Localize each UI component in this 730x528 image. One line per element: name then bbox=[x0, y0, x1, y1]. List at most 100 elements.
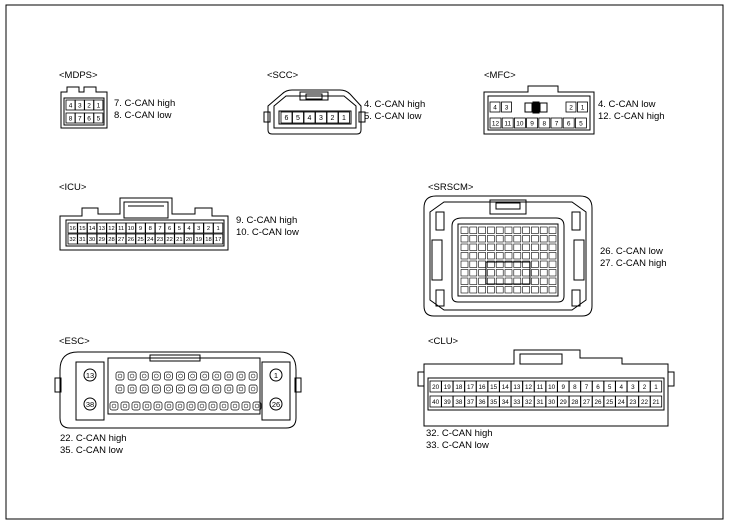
clu-notes: 32. C-CAN high 33. C-CAN low bbox=[426, 428, 493, 452]
clu-pin-label: 39 bbox=[444, 399, 452, 406]
srscm-connector bbox=[423, 195, 593, 317]
scc-pin-label: 1 bbox=[342, 115, 346, 122]
scc-pin-box bbox=[326, 111, 339, 124]
esc-pin-cavity bbox=[186, 401, 196, 411]
esc-pin-cavity bbox=[153, 401, 163, 411]
clu-pin-label: 13 bbox=[513, 384, 521, 391]
esc-pin-contact bbox=[117, 373, 123, 379]
esc-pin-contact bbox=[133, 403, 139, 409]
srscm-pin-cavity bbox=[522, 269, 530, 277]
esc-pin-cavity bbox=[120, 401, 130, 411]
esc-pin-contact bbox=[221, 403, 227, 409]
srscm-pin-cavity bbox=[469, 269, 478, 277]
clu-pin-label: 20 bbox=[432, 384, 440, 391]
clu-pin-label: 35 bbox=[490, 399, 498, 406]
esc-pin-contact bbox=[250, 386, 256, 392]
esc-pin-cavity bbox=[131, 401, 141, 411]
esc-pin-contact bbox=[129, 386, 135, 392]
scc-pin-box bbox=[292, 111, 304, 124]
esc-pin-cavity bbox=[139, 384, 149, 394]
icu-pin-label: 19 bbox=[196, 237, 202, 243]
mfc-pin-label: 7 bbox=[555, 120, 559, 127]
icu-pin-box bbox=[135, 222, 146, 234]
icu-pin-box bbox=[135, 233, 146, 245]
esc-pin-cavity bbox=[176, 384, 185, 394]
icu-pin-label: 13 bbox=[99, 226, 105, 232]
srscm-pin-cavity bbox=[487, 286, 495, 294]
icu-pin-label: 28 bbox=[108, 237, 114, 243]
clu-pin-label: 16 bbox=[479, 384, 487, 391]
esc-pin-cavity bbox=[236, 371, 246, 381]
srscm-pin-cavity bbox=[487, 226, 495, 234]
srscm-pin-cavity bbox=[487, 269, 495, 277]
scc-title: <SCC> bbox=[267, 70, 299, 81]
icu-pin-label: 27 bbox=[118, 237, 124, 243]
esc-pin-contact bbox=[122, 403, 128, 409]
esc-pin-cavity bbox=[109, 401, 119, 411]
mfc-pin-box bbox=[501, 117, 514, 129]
clu-pin-label: 10 bbox=[548, 384, 556, 391]
srscm-pin-cavity bbox=[504, 260, 513, 268]
esc-pin-contact bbox=[199, 403, 205, 409]
esc-pin-cavity bbox=[164, 401, 174, 411]
esc-pin-cavity bbox=[188, 371, 197, 381]
esc-pin-contact bbox=[190, 386, 195, 392]
clu-pin-label: 26 bbox=[595, 399, 603, 406]
srscm-pin-cavity bbox=[539, 286, 548, 294]
clu-pin-label: 4 bbox=[619, 384, 623, 391]
mdps-pin-label: 7 bbox=[78, 115, 82, 122]
icu-pin-label: 23 bbox=[157, 237, 163, 243]
mfc-pin-label: 3 bbox=[505, 104, 509, 111]
mfc-pin-label: 4 bbox=[493, 104, 497, 111]
mfc-note-1: 4. C-CAN low bbox=[598, 99, 656, 110]
srscm-pin-cavity bbox=[531, 269, 539, 277]
srscm-pin-cavity bbox=[539, 226, 548, 234]
mfc-pin-box bbox=[562, 117, 575, 129]
icu-pin-label: 21 bbox=[176, 237, 182, 243]
srscm-pin-cavity bbox=[495, 226, 504, 234]
srscm-pin-cavity bbox=[495, 243, 504, 251]
srscm-pin-cavity bbox=[539, 243, 548, 251]
clu-pin-label: 12 bbox=[525, 384, 533, 391]
srscm-pin-cavity bbox=[487, 235, 495, 243]
srscm-pin-cavity bbox=[469, 243, 478, 251]
esc-pin-cavity bbox=[151, 384, 161, 394]
icu-pin-label: 7 bbox=[158, 226, 161, 232]
clu-pin-label: 32 bbox=[525, 399, 533, 406]
esc-pin-contact bbox=[141, 386, 147, 392]
mdps-pin-label: 3 bbox=[78, 102, 82, 109]
esc-pin-13: 13 bbox=[86, 371, 94, 380]
icu-pin-label: 6 bbox=[168, 226, 171, 232]
icu-pin-label: 10 bbox=[128, 226, 134, 232]
srscm-note-2: 27. C-CAN high bbox=[600, 258, 667, 269]
esc-pin-contact bbox=[210, 403, 216, 409]
srscm-pin-cavity bbox=[495, 260, 504, 268]
clu-pin-box bbox=[650, 380, 663, 393]
esc-pin-contact bbox=[178, 373, 183, 379]
esc-pin-38: 38 bbox=[86, 400, 94, 409]
scc-notes: 4. C-CAN high 5. C-CAN low bbox=[364, 99, 425, 123]
scc-note-1: 4. C-CAN high bbox=[364, 99, 426, 110]
icu-pin-box bbox=[96, 233, 107, 245]
icu-pin-label: 5 bbox=[178, 226, 181, 232]
srscm-pin-cavity bbox=[495, 252, 504, 260]
esc-pin-contact bbox=[166, 386, 171, 392]
icu-pin-label: 25 bbox=[137, 237, 143, 243]
clu-pin-label: 6 bbox=[596, 384, 600, 391]
esc-pin-cavity bbox=[252, 401, 262, 411]
srscm-pin-cavity bbox=[522, 286, 530, 294]
esc-pin-contact bbox=[202, 373, 207, 379]
icu-pin-label: 14 bbox=[89, 226, 96, 232]
mfc-pin-box bbox=[489, 101, 501, 113]
srscm-pin-cavity bbox=[522, 252, 530, 260]
mdps-title: <MDPS> bbox=[59, 70, 98, 81]
srscm-pin-cavity bbox=[539, 252, 548, 260]
icu-pin-label: 8 bbox=[149, 226, 152, 232]
esc-pin-contact bbox=[202, 386, 207, 392]
icu-note-2: 10. C-CAN low bbox=[236, 227, 299, 238]
clu-pin-label: 21 bbox=[653, 399, 661, 406]
icu-pin-label: 20 bbox=[186, 237, 192, 243]
icu-pin-label: 24 bbox=[147, 237, 154, 243]
